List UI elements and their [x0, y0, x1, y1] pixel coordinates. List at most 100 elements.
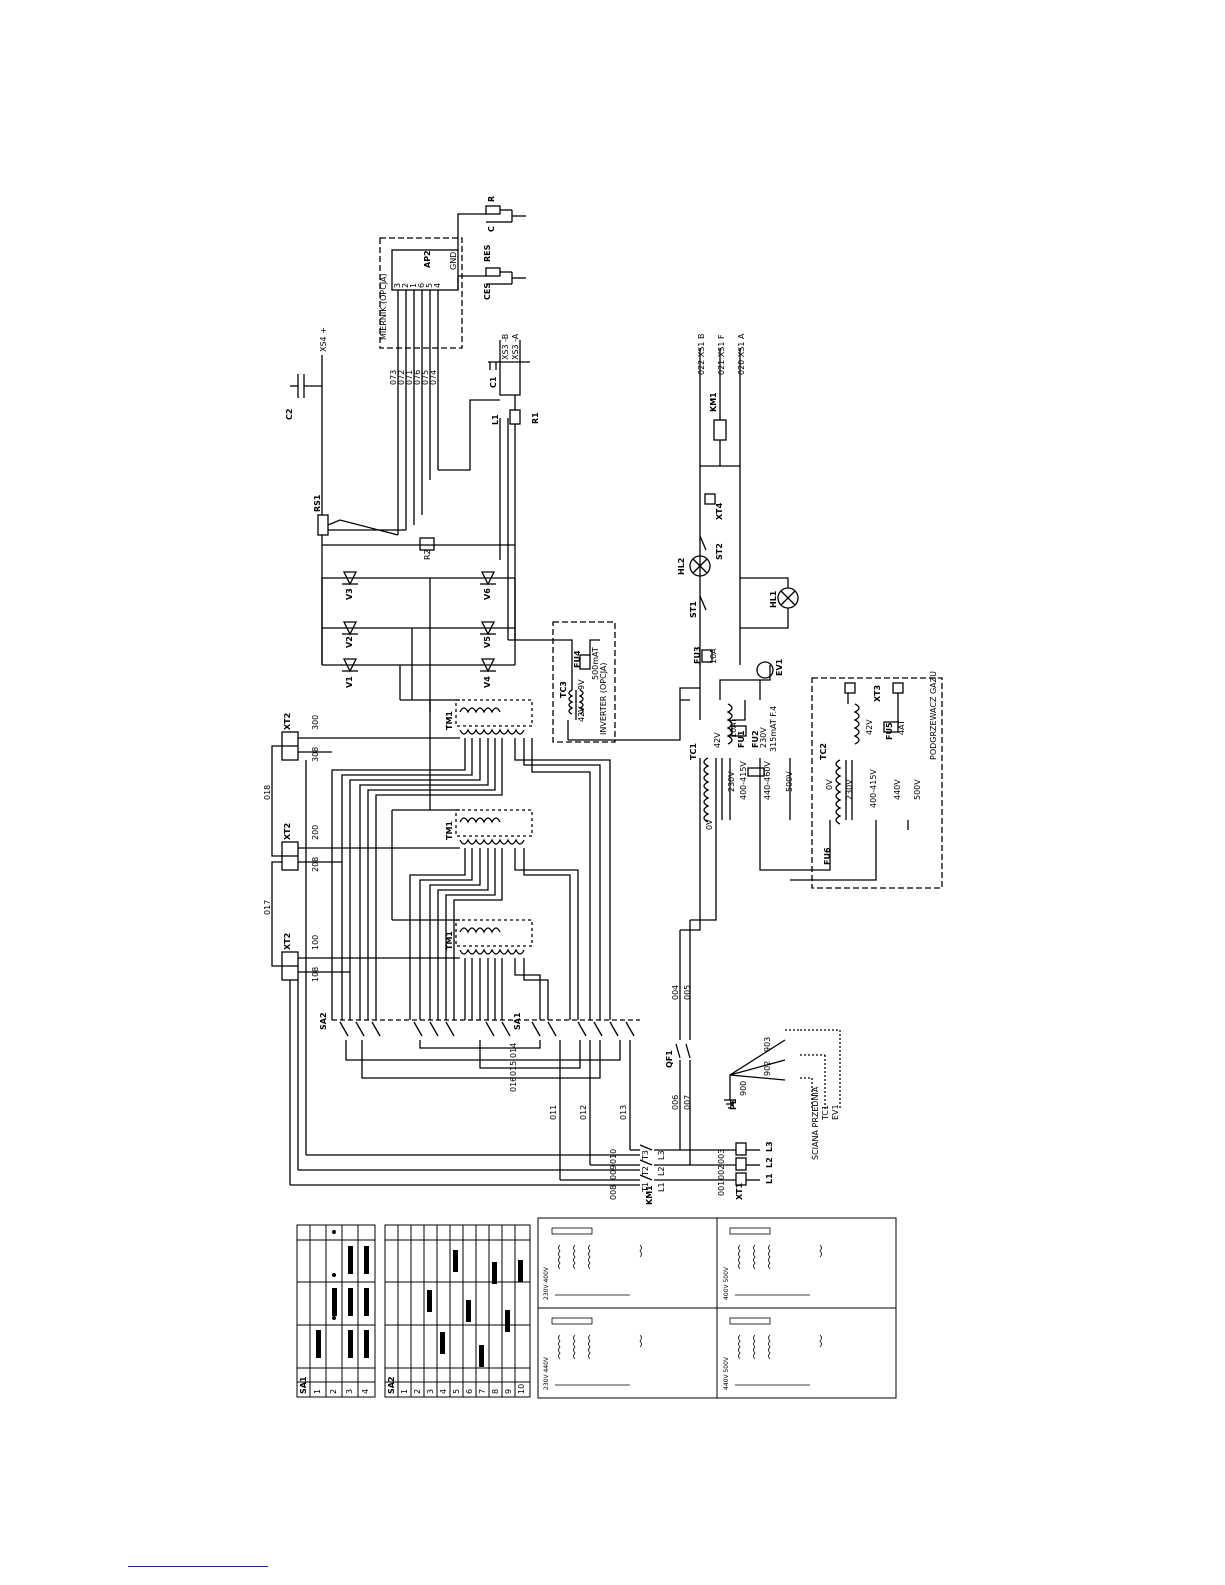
sa2-row: 5 [452, 1389, 461, 1394]
xs3-a-label: XS3 -A [511, 333, 520, 360]
variant-label: 440V 500V [723, 1356, 730, 1390]
tm1-label: TM1 [445, 931, 454, 950]
tc1-sec: 230V [759, 727, 768, 748]
tc1-fu2r: 315mAT F.4 [769, 706, 778, 752]
variant-label: 400V 500V [723, 1266, 730, 1300]
tc2-sec: 42V [865, 719, 874, 735]
transformer-tm1 [331, 699, 611, 1020]
km1-wire: 010 [609, 1149, 618, 1164]
km1-term: L2 [657, 1166, 666, 1176]
sa2-table-marks [427, 1250, 523, 1367]
diode-label: V5 [483, 636, 492, 648]
sa1-table-label: SA1 [299, 1376, 308, 1394]
tc1-tap: 440-460V [763, 761, 772, 800]
tc3-title: INVERTER (OPCJA) [599, 662, 608, 735]
km1-wire: 001 [717, 1181, 726, 1196]
variant-panels [537, 1217, 897, 1399]
tc2-fu6: FU6 [823, 847, 832, 865]
sa2-row: 10 [517, 1384, 526, 1394]
qf1-label: QF1 [665, 1050, 674, 1068]
fu3-label: FU3 [693, 646, 702, 664]
ev1-label: EV1 [775, 658, 784, 676]
tc2-xt3: XT3 [873, 685, 882, 702]
tc3-rating: 500mAT [591, 647, 600, 680]
qf1-wire: 007 [683, 1095, 692, 1110]
sa1-row: 1 [313, 1389, 322, 1394]
km1-label: KM1 [645, 1185, 654, 1205]
link-label: 018 [263, 785, 272, 800]
tc1-fu1r: 10AT [729, 718, 738, 738]
qf1-wire: 006 [671, 1095, 680, 1110]
st1-label: ST1 [689, 601, 698, 618]
meter-gnd: GND [449, 252, 458, 270]
meter-pin: 1 [409, 283, 418, 288]
pe-note: EV1 [831, 1104, 840, 1120]
tm-wire: 100 [311, 935, 320, 950]
tc2-rating: 4AT [897, 720, 906, 735]
meter-wire: 073 [389, 370, 398, 385]
tc2-tap: 0V [825, 779, 834, 790]
sa2-table-label: SA2 [387, 1376, 396, 1394]
meter-option [379, 205, 526, 535]
variant-label: 230V 400V [543, 1266, 550, 1300]
transformer-tc1 [679, 665, 791, 823]
c2-label: C2 [285, 409, 294, 420]
sa2-row: 3 [426, 1389, 435, 1394]
xs4-label: XS4 + [319, 327, 328, 352]
xs1-label: 021 XS1 F [717, 334, 726, 375]
sa1-row: 4 [361, 1389, 370, 1394]
labels: MIERNIK (OPCJA) AP2 GND R C RES CES 3 2 … [263, 196, 938, 1394]
contactor-km1 [290, 1142, 760, 1186]
km1-wire: 009 [609, 1165, 618, 1180]
capacitor-c2 [290, 355, 323, 515]
sa2-row: 4 [439, 1389, 448, 1394]
tc3-label: TC3 [559, 681, 568, 698]
rs1-label: RS1 [313, 494, 322, 512]
c1-label: C1 [489, 376, 498, 388]
xt1-label: XT1 [735, 1182, 744, 1200]
tm1-label: TM1 [445, 711, 454, 730]
meter-pin: 3 [393, 283, 402, 288]
sa2-label: SA2 [319, 1012, 328, 1030]
km1-term: L1 [657, 1182, 666, 1192]
footer-rule [128, 1566, 268, 1567]
km1-wire: 008 [609, 1185, 618, 1200]
meter-wire: 074 [429, 370, 438, 385]
xt2-label: XT2 [283, 933, 292, 950]
tc3-v2: 9V [577, 679, 586, 690]
tc3-fuse: FU4 [573, 650, 582, 668]
ground-pe [724, 1029, 841, 1110]
sa-wire: 013 [619, 1105, 628, 1120]
sa1-table [296, 1224, 376, 1398]
tm-wire: 300 [311, 715, 320, 730]
sa-wire: 015 [509, 1061, 518, 1076]
phase-label: L1 [765, 1173, 774, 1184]
phase-label: L2 [765, 1157, 774, 1168]
pe-wire: 903 [763, 1037, 772, 1052]
tm1-label: TM1 [445, 821, 454, 840]
l1-label: L1 [491, 414, 500, 425]
tc2-fuse: FU5 [885, 722, 894, 740]
pe-label: PE [729, 1099, 738, 1110]
breaker-qf1 [675, 820, 717, 1165]
switch-bank [332, 1019, 640, 1180]
tc2-title: PODGRZEWACZ GAZU [929, 671, 938, 760]
meter-res: RES [483, 244, 492, 262]
xt2-label: XT2 [283, 823, 292, 840]
tm-wire: 208 [311, 857, 320, 872]
tc2-tap: 400-415V [869, 769, 878, 808]
diode-label: V3 [345, 588, 354, 600]
pe-note: TC1 [821, 1105, 830, 1121]
meter-r: R [487, 196, 496, 202]
tc2-tap: 500V [913, 779, 922, 800]
meter-wire: 071 [405, 370, 414, 385]
meter-wire: 075 [421, 370, 430, 385]
terminal-xt2 [271, 731, 460, 1185]
tc1-sec: 42V [713, 732, 722, 748]
inverter-tc3 [508, 621, 681, 743]
diode-label: V2 [345, 636, 354, 648]
phase-label: L3 [765, 1141, 774, 1152]
tc1-tap: 0V [705, 819, 714, 830]
km1-coil-label: KM1 [709, 392, 718, 412]
tc2-label: TC2 [819, 743, 828, 760]
